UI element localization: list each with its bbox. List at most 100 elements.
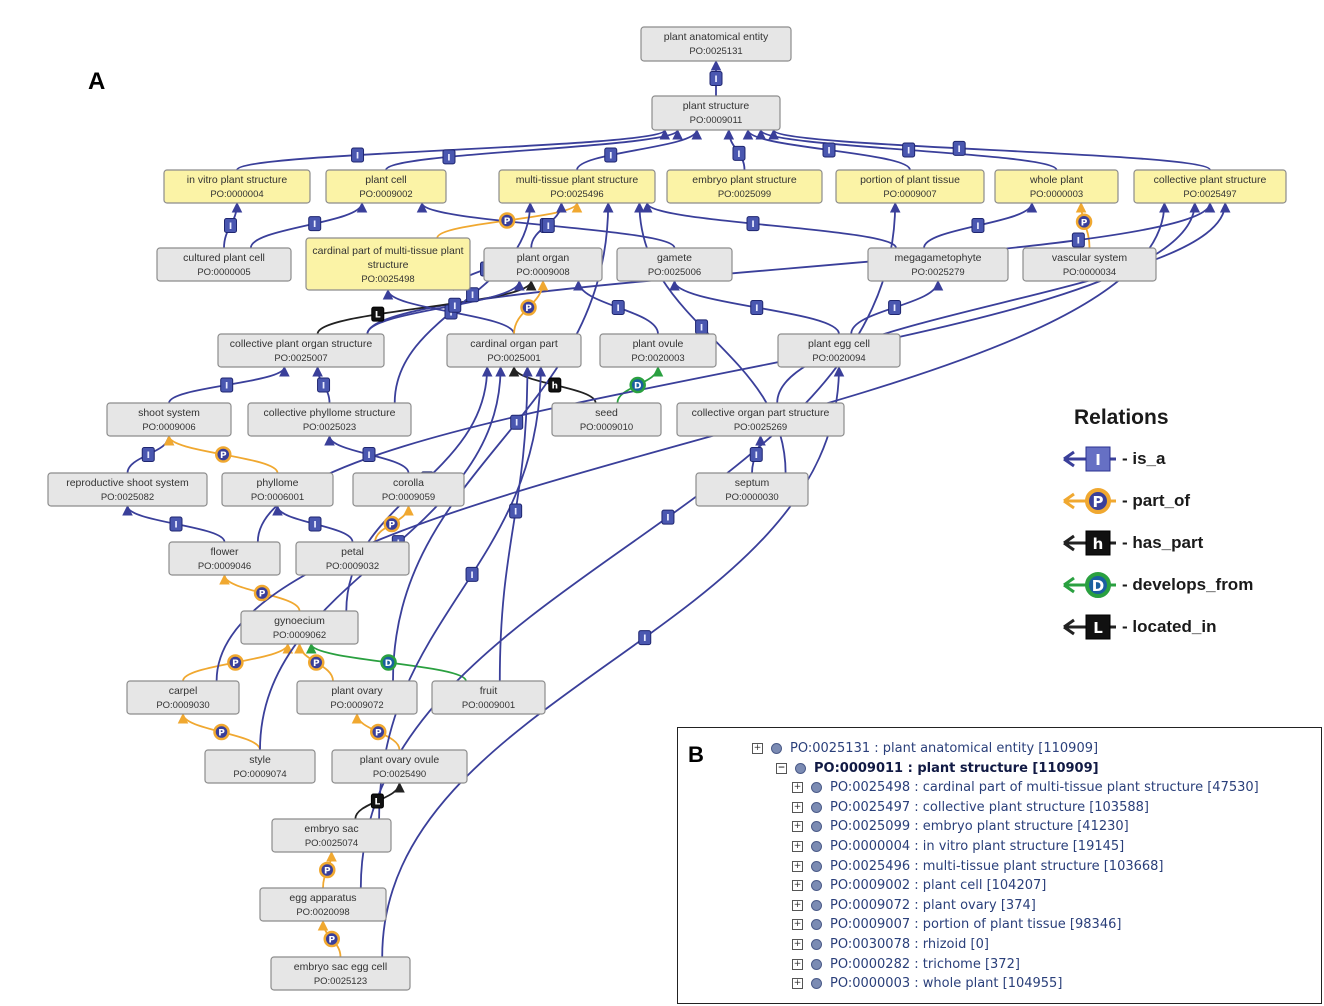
term-node-cops[interactable]: collective organ part structurePO:002526… xyxy=(676,402,845,437)
expand-icon[interactable]: + xyxy=(792,841,803,852)
info-icon[interactable] xyxy=(811,880,822,892)
tree-node-label[interactable]: PO:0025496 : multi-tissue plant structur… xyxy=(830,858,1164,874)
tree-node-label[interactable]: PO:0025099 : embryo plant structure [412… xyxy=(830,819,1129,835)
tree-node[interactable]: + PO:0030078 : rhizoid [0] xyxy=(792,935,989,954)
info-icon[interactable] xyxy=(811,782,822,794)
info-icon[interactable] xyxy=(795,762,806,774)
term-node-cpmt[interactable]: cardinal part of multi-tissue plantstruc… xyxy=(305,237,471,291)
tree-node-label[interactable]: PO:0025498 : cardinal part of multi-tiss… xyxy=(830,780,1259,796)
info-icon[interactable] xyxy=(771,743,782,754)
node-box xyxy=(599,333,717,368)
tree-node-label[interactable]: PO:0025131 : plant anatomical entity [11… xyxy=(790,741,1099,756)
is_a-badge: I xyxy=(224,218,237,233)
tree-node[interactable]: + PO:0025099 : embryo plant structure [41… xyxy=(792,817,1129,836)
info-icon[interactable] xyxy=(811,939,822,950)
expand-icon[interactable]: + xyxy=(752,743,763,754)
tree-node[interactable]: + PO:0009002 : plant cell [104207] xyxy=(792,876,1046,895)
tree-node[interactable]: + PO:0025131 : plant anatomical entity [1… xyxy=(752,739,1098,758)
expand-icon[interactable]: + xyxy=(792,782,803,794)
node-id: PO:0020094 xyxy=(812,353,865,364)
tree-node[interactable]: + PO:0000003 : whole plant [104955] xyxy=(792,974,1062,993)
expand-icon[interactable]: + xyxy=(792,899,803,911)
collapse-icon[interactable]: − xyxy=(776,762,787,774)
tree-node[interactable]: − PO:0009011 : plant structure [110909] xyxy=(776,759,1099,778)
tree-node-label[interactable]: PO:0009011 : plant structure [110909] xyxy=(814,760,1099,776)
tree-node-label[interactable]: PO:0009002 : plant cell [104207] xyxy=(830,878,1047,894)
tree-node[interactable]: + PO:0025498 : cardinal part of multi-tis… xyxy=(792,778,1259,797)
tree-node[interactable]: + PO:0009072 : plant ovary [374] xyxy=(792,896,1036,915)
node-name: style xyxy=(249,754,271,766)
expand-icon[interactable]: + xyxy=(792,821,803,833)
legend-item-located_in: L- located_in xyxy=(1060,606,1300,648)
node-box xyxy=(305,237,471,291)
term-node-cpos[interactable]: collective plant organ structurePO:00250… xyxy=(217,333,385,368)
tree-node-label[interactable]: PO:0009072 : plant ovary [374] xyxy=(830,897,1036,913)
tree-node-label[interactable]: PO:0009007 : portion of plant tissue [98… xyxy=(830,917,1122,933)
expand-icon[interactable]: + xyxy=(792,801,803,813)
info-icon[interactable] xyxy=(811,978,822,990)
expand-icon[interactable]: + xyxy=(792,880,803,892)
node-name: egg apparatus xyxy=(289,892,356,904)
info-icon[interactable] xyxy=(811,860,822,872)
tree-node[interactable]: + PO:0000282 : trichome [372] xyxy=(792,955,1020,974)
tree-node[interactable]: + PO:0025497 : collective plant structure… xyxy=(792,798,1149,817)
node-name: cardinal organ part xyxy=(470,338,558,350)
expand-icon[interactable]: + xyxy=(792,860,803,872)
tree-node-label[interactable]: PO:0000282 : trichome [372] xyxy=(830,956,1020,972)
tree-node-label[interactable]: PO:0025497 : collective plant structure … xyxy=(830,799,1149,815)
legend-label: - is_a xyxy=(1122,449,1166,468)
tree-node-label[interactable]: PO:0000003 : whole plant [104955] xyxy=(830,976,1063,992)
info-icon[interactable] xyxy=(811,801,822,813)
tree-node-label[interactable]: PO:0030078 : rhizoid [0] xyxy=(830,937,989,952)
expand-icon[interactable]: + xyxy=(792,919,803,931)
expand-icon[interactable]: + xyxy=(792,978,803,990)
expand-icon[interactable]: + xyxy=(792,939,803,950)
tree-node[interactable]: + PO:0000004 : in vitro plant structure [… xyxy=(792,837,1124,856)
tree-node[interactable]: + PO:0025496 : multi-tissue plant structu… xyxy=(792,857,1164,876)
info-icon[interactable] xyxy=(811,841,822,852)
info-icon[interactable] xyxy=(811,899,822,911)
long-is_a-edge xyxy=(381,365,845,958)
info-icon[interactable] xyxy=(811,919,822,931)
info-icon[interactable] xyxy=(811,821,822,833)
info-icon[interactable] xyxy=(811,958,822,970)
expand-icon[interactable]: + xyxy=(792,958,803,970)
tree-node-label[interactable]: PO:0000004 : in vitro plant structure [1… xyxy=(830,839,1125,854)
tree-node[interactable]: + PO:0009007 : portion of plant tissue [9… xyxy=(792,915,1121,934)
